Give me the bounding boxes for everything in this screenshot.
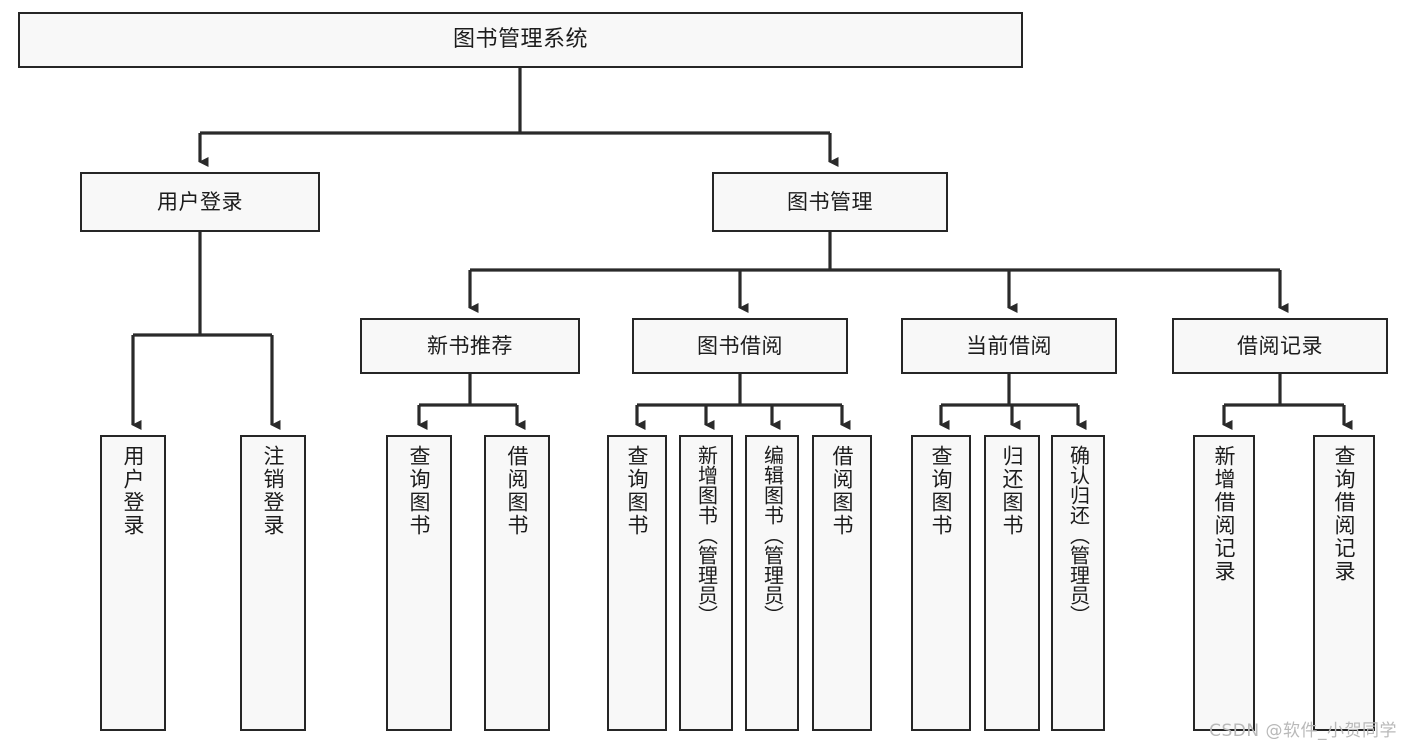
node-leaf-edit-book-label: 编辑图书（管理员） <box>760 445 785 625</box>
node-root-system[interactable]: 图书管理系统 <box>18 12 1023 68</box>
node-leaf-add-record[interactable]: 新增借阅记录 <box>1193 435 1255 731</box>
csdn-watermark: CSDN @软件_小贺同学 <box>1209 721 1397 741</box>
node-leaf-borrow-book-rec[interactable]: 借阅图书 <box>484 435 550 731</box>
node-new-book-rec[interactable]: 新书推荐 <box>360 318 580 374</box>
node-user-login[interactable]: 用户登录 <box>80 172 320 232</box>
node-leaf-query-record-label: 查询借阅记录 <box>1332 445 1357 583</box>
node-new-book-rec-label: 新书推荐 <box>427 333 513 358</box>
node-root-system-label: 图书管理系统 <box>452 27 588 53</box>
node-book-manage[interactable]: 图书管理 <box>712 172 948 232</box>
node-leaf-user-login-label: 用户登录 <box>121 445 146 537</box>
node-leaf-query-record[interactable]: 查询借阅记录 <box>1313 435 1375 731</box>
node-leaf-return-book[interactable]: 归还图书 <box>984 435 1040 731</box>
node-leaf-edit-book[interactable]: 编辑图书（管理员） <box>745 435 799 731</box>
node-leaf-logout-label: 注销登录 <box>261 445 286 537</box>
node-leaf-query-book-rec[interactable]: 查询图书 <box>386 435 452 731</box>
node-leaf-logout[interactable]: 注销登录 <box>240 435 306 731</box>
node-current-borrow-label: 当前借阅 <box>966 333 1052 358</box>
node-leaf-query-book-borrow-label: 查询图书 <box>625 445 650 537</box>
node-leaf-confirm-return[interactable]: 确认归还（管理员） <box>1051 435 1105 731</box>
node-user-login-label: 用户登录 <box>157 189 243 214</box>
node-book-manage-label: 图书管理 <box>787 189 873 214</box>
node-borrow-record-label: 借阅记录 <box>1237 333 1323 358</box>
node-leaf-query-book-cur[interactable]: 查询图书 <box>911 435 971 731</box>
node-leaf-borrow-book-rec-label: 借阅图书 <box>505 445 530 537</box>
node-leaf-return-book-label: 归还图书 <box>1000 445 1025 537</box>
node-leaf-query-book-cur-label: 查询图书 <box>929 445 954 537</box>
node-book-borrow[interactable]: 图书借阅 <box>632 318 848 374</box>
node-leaf-borrow-book-label: 借阅图书 <box>830 445 855 537</box>
node-leaf-user-login[interactable]: 用户登录 <box>100 435 166 731</box>
node-book-borrow-label: 图书借阅 <box>697 333 783 358</box>
node-leaf-add-record-label: 新增借阅记录 <box>1212 445 1237 583</box>
node-leaf-confirm-return-label: 确认归还（管理员） <box>1066 445 1091 625</box>
node-leaf-query-book-rec-label: 查询图书 <box>407 445 432 537</box>
node-leaf-add-book-label: 新增图书（管理员） <box>694 445 719 625</box>
node-borrow-record[interactable]: 借阅记录 <box>1172 318 1388 374</box>
node-leaf-borrow-book[interactable]: 借阅图书 <box>812 435 872 731</box>
node-leaf-add-book[interactable]: 新增图书（管理员） <box>679 435 733 731</box>
node-leaf-query-book-borrow[interactable]: 查询图书 <box>607 435 667 731</box>
node-current-borrow[interactable]: 当前借阅 <box>901 318 1117 374</box>
